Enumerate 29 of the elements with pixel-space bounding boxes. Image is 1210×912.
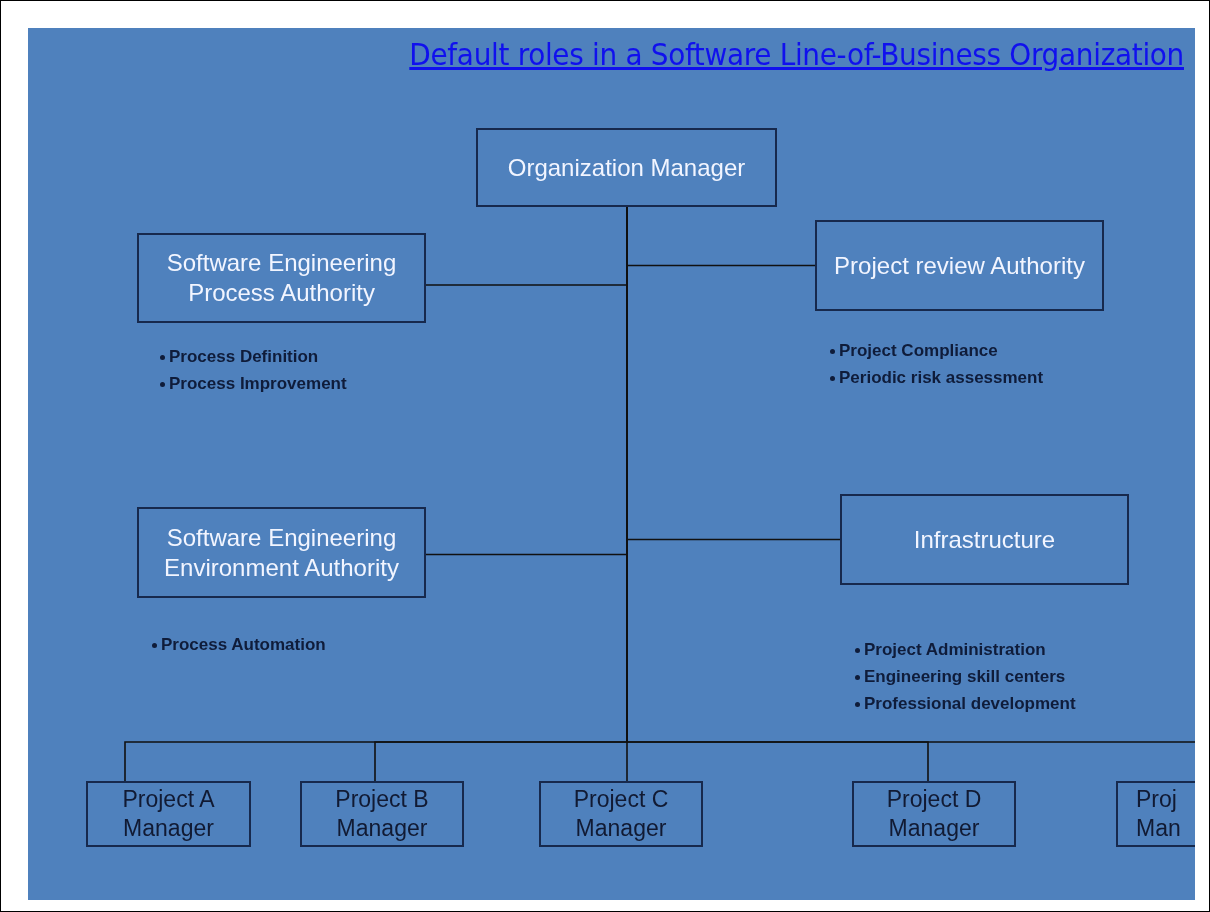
role-box [539,781,703,847]
role-box [840,494,1129,585]
role-label: Project A Manager [121,785,216,843]
bullet-text: Process Improvement [169,374,347,393]
role-box [852,781,1016,847]
role-box [300,781,464,847]
role-label: Software Engineering Environment Authority [163,522,400,583]
title-link: Default roles in a Software Line-of-Business Organization [408,36,1184,72]
role-label: Project D Manager [885,785,983,843]
role-label: Project review Authority [833,250,1086,281]
role-box [1116,781,1195,847]
role-label: Infrastructure [912,524,1057,555]
role-label: Project C Manager [572,785,670,843]
role-box [86,781,251,847]
bullet-text: Project Compliance [839,341,998,360]
role-label: Proj Man [1136,785,1182,843]
bullet-text: Project Administration [864,640,1046,659]
role-box [137,507,426,598]
role-label: Organization Manager [506,152,747,183]
bullet-text: Periodic risk assessment [839,368,1044,387]
bullet-text: Process Automation [161,635,326,654]
role-box [815,220,1104,311]
bullet-text: Process Definition [169,347,319,366]
role-box [476,128,777,207]
bullet-text: Engineering skill centers [864,667,1066,686]
role-label: Project B Manager [334,785,430,843]
bullet-text: Professional development [864,694,1076,713]
role-box [137,233,426,323]
role-label: Software Engineering Process Authority [165,248,398,308]
